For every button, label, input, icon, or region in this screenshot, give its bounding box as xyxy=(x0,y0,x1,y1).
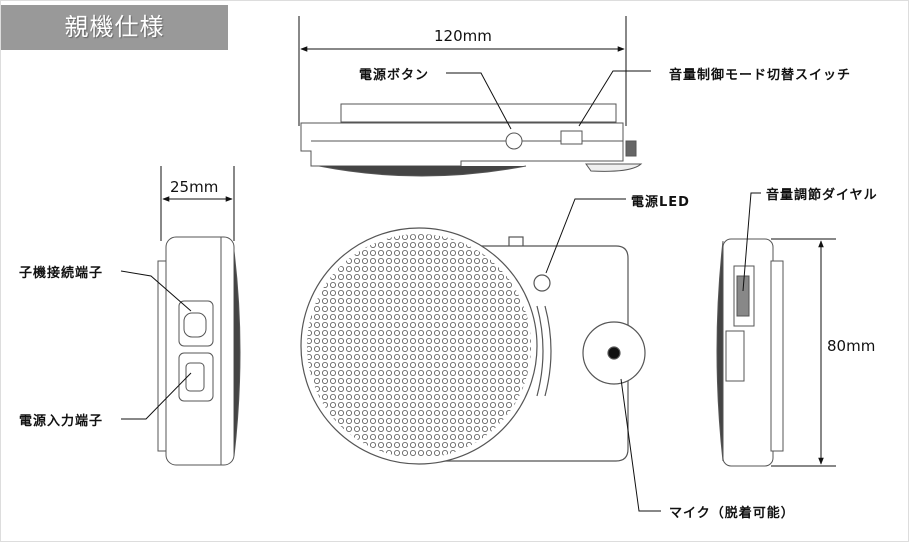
right-side-view xyxy=(716,238,784,467)
front-view xyxy=(300,227,646,465)
top-view xyxy=(300,103,643,177)
label-microphone: マイク（脱着可能） xyxy=(669,506,795,521)
label-power-button: 電源ボタン xyxy=(359,68,430,83)
depth-dimension: 25mm xyxy=(170,178,219,196)
leader-lines xyxy=(120,70,761,512)
width-dimension: 120mm xyxy=(434,27,492,45)
label-volume-dial: 音量調節ダイヤル xyxy=(766,188,878,203)
label-power-led: 電源LED xyxy=(631,195,690,210)
label-child-port: 子機接続端子 xyxy=(19,266,104,281)
label-power-input: 電源入力端子 xyxy=(19,414,104,429)
left-side-view xyxy=(157,236,241,466)
height-dimension: 80mm xyxy=(827,337,876,355)
page-title: 親機仕様 xyxy=(1,5,228,50)
label-volume-mode-switch: 音量制御モード切替スイッチ xyxy=(669,68,852,83)
